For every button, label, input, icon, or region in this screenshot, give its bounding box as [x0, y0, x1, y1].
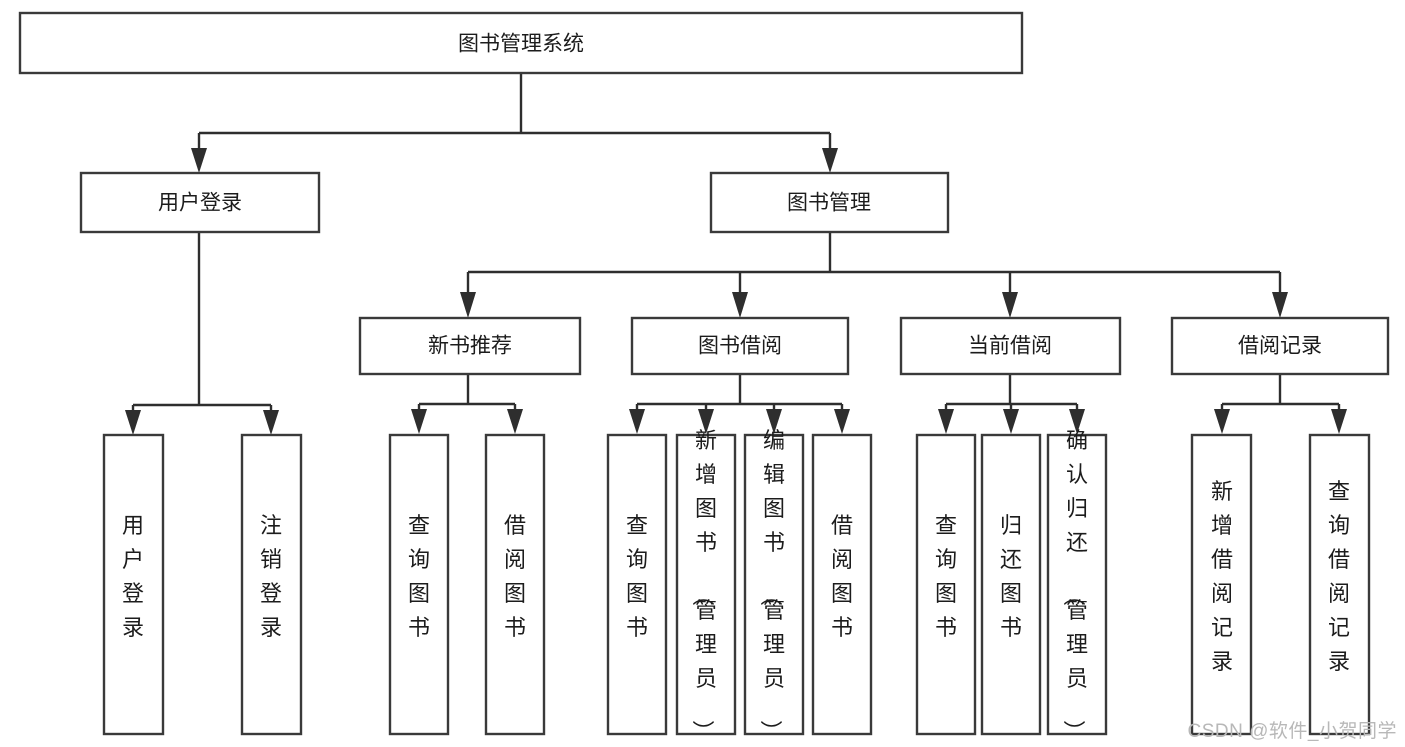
arrow-br-leaf-2-icon: [1331, 409, 1347, 434]
node-borrow-record-box[interactable]: [1170, 316, 1390, 376]
node-leaf-query-book-3-box[interactable]: [915, 433, 977, 736]
connector-group-new-book-recommend: [411, 374, 523, 434]
arrow-nbr-leaf-2-icon: [507, 409, 523, 434]
node-user-login-box[interactable]: [79, 171, 321, 234]
node-leaf-add-record[interactable]: 新增借阅记录: [1190, 433, 1253, 736]
node-leaf-borrow-book-1[interactable]: 借阅图书: [484, 433, 546, 736]
node-current-borrow-label: 当前借阅: [968, 335, 1052, 358]
arrow-bb-leaf-4-icon: [834, 409, 850, 434]
node-new-book-recommend-box[interactable]: [358, 316, 582, 376]
node-book-manage[interactable]: 图书管理: [709, 171, 950, 234]
node-book-borrow-box[interactable]: [630, 316, 850, 376]
node-leaf-user-logout-label: 注销登录: [260, 513, 282, 640]
connector-group-root: [191, 73, 838, 173]
node-leaf-add-book-label: 新增图书（管理员）: [690, 428, 717, 742]
arrow-bb-leaf-1-icon: [629, 409, 645, 434]
node-leaf-query-book-1-label: 查询图书: [408, 513, 430, 640]
node-leaf-borrow-book-1-box[interactable]: [484, 433, 546, 736]
node-book-borrow[interactable]: 图书借阅: [630, 316, 850, 376]
node-leaf-edit-book[interactable]: 编辑图书（管理员）: [743, 428, 805, 742]
node-leaf-query-book-3[interactable]: 查询图书: [915, 433, 977, 736]
connector-group-current-borrow: [938, 374, 1085, 434]
node-leaf-query-book-1[interactable]: 查询图书: [388, 433, 450, 736]
arrow-user-login-leaf-1-icon: [125, 410, 141, 435]
arrow-user-login-leaf-2-icon: [263, 410, 279, 435]
node-leaf-borrow-book-2[interactable]: 借阅图书: [811, 433, 873, 736]
node-root-box[interactable]: [18, 11, 1024, 75]
node-leaf-add-book-box[interactable]: [675, 433, 737, 736]
node-leaf-query-book-3-label: 查询图书: [935, 513, 957, 640]
node-leaf-query-book-2-label: 查询图书: [626, 513, 648, 640]
arrow-root-to-user-login-icon: [191, 148, 207, 173]
node-leaf-borrow-book-2-label: 借阅图书: [831, 513, 853, 640]
node-user-login-label: 用户登录: [158, 192, 242, 215]
node-borrow-record-label: 借阅记录: [1238, 335, 1322, 358]
node-user-login[interactable]: 用户登录: [79, 171, 321, 234]
node-leaf-edit-book-label: 编辑图书（管理员）: [758, 428, 785, 742]
node-leaf-return-book-box[interactable]: [980, 433, 1042, 736]
node-book-manage-box[interactable]: [709, 171, 950, 234]
node-leaf-query-book-2-box[interactable]: [606, 433, 668, 736]
node-leaf-borrow-book-2-box[interactable]: [811, 433, 873, 736]
node-leaf-user-logout[interactable]: 注销登录: [240, 433, 303, 736]
node-leaf-edit-book-box[interactable]: [743, 433, 805, 736]
node-new-book-recommend-label: 新书推荐: [428, 335, 512, 358]
node-leaf-user-logout-box[interactable]: [240, 433, 303, 736]
node-leaf-return-book-label: 归还图书: [1000, 513, 1022, 640]
arrow-book-manage-c4-icon: [1272, 292, 1288, 318]
arrow-br-leaf-1-icon: [1214, 409, 1230, 434]
csdn-watermark: CSDN @软件_小贺同学: [1187, 721, 1397, 742]
arrow-book-manage-c3-icon: [1002, 292, 1018, 318]
arrow-book-manage-c2-icon: [732, 292, 748, 318]
connector-group-user-login: [125, 232, 279, 435]
node-root[interactable]: 图书管理系统: [18, 11, 1024, 75]
node-leaf-borrow-book-1-label: 借阅图书: [504, 513, 526, 640]
node-current-borrow-box[interactable]: [899, 316, 1122, 376]
arrow-nbr-leaf-1-icon: [411, 409, 427, 434]
arrow-cb-leaf-1-icon: [938, 409, 954, 434]
node-leaf-query-record-box[interactable]: [1308, 433, 1371, 736]
node-leaf-add-record-label: 新增借阅记录: [1211, 479, 1233, 674]
node-new-book-recommend[interactable]: 新书推荐: [358, 316, 582, 376]
node-leaf-query-book-1-box[interactable]: [388, 433, 450, 736]
node-leaf-query-record-label: 查询借阅记录: [1328, 479, 1350, 674]
node-leaf-user-login-label: 用户登录: [122, 513, 144, 640]
arrow-root-to-book-manage-icon: [822, 148, 838, 173]
connector-group-book-manage: [460, 232, 1288, 318]
node-leaf-query-record[interactable]: 查询借阅记录: [1308, 433, 1371, 736]
arrow-bb-leaf-2-icon: [698, 409, 714, 434]
node-book-borrow-label: 图书借阅: [698, 335, 782, 358]
node-current-borrow[interactable]: 当前借阅: [899, 316, 1122, 376]
arrow-cb-leaf-2-icon: [1003, 409, 1019, 434]
node-leaf-return-book[interactable]: 归还图书: [980, 433, 1042, 736]
node-leaf-user-login[interactable]: 用户登录: [102, 433, 165, 736]
node-leaf-confirm-return[interactable]: 确认归还（管理员）: [1046, 428, 1108, 742]
node-leaf-user-login-box[interactable]: [102, 433, 165, 736]
node-book-manage-label: 图书管理: [787, 192, 871, 215]
node-leaf-add-record-box[interactable]: [1190, 433, 1253, 736]
arrow-book-manage-c1-icon: [460, 292, 476, 318]
arrow-cb-leaf-3-icon: [1069, 409, 1085, 434]
node-leaf-add-book[interactable]: 新增图书（管理员）: [675, 428, 737, 742]
node-leaf-confirm-return-box[interactable]: [1046, 433, 1108, 736]
arrow-bb-leaf-3-icon: [766, 409, 782, 434]
connector-group-book-borrow: [629, 374, 850, 434]
node-leaf-confirm-return-label: 确认归还（管理员）: [1061, 428, 1088, 742]
node-root-label: 图书管理系统: [458, 33, 584, 56]
node-leaf-query-book-2[interactable]: 查询图书: [606, 433, 668, 736]
connector-group-borrow-record: [1214, 374, 1347, 434]
node-borrow-record[interactable]: 借阅记录: [1170, 316, 1390, 376]
